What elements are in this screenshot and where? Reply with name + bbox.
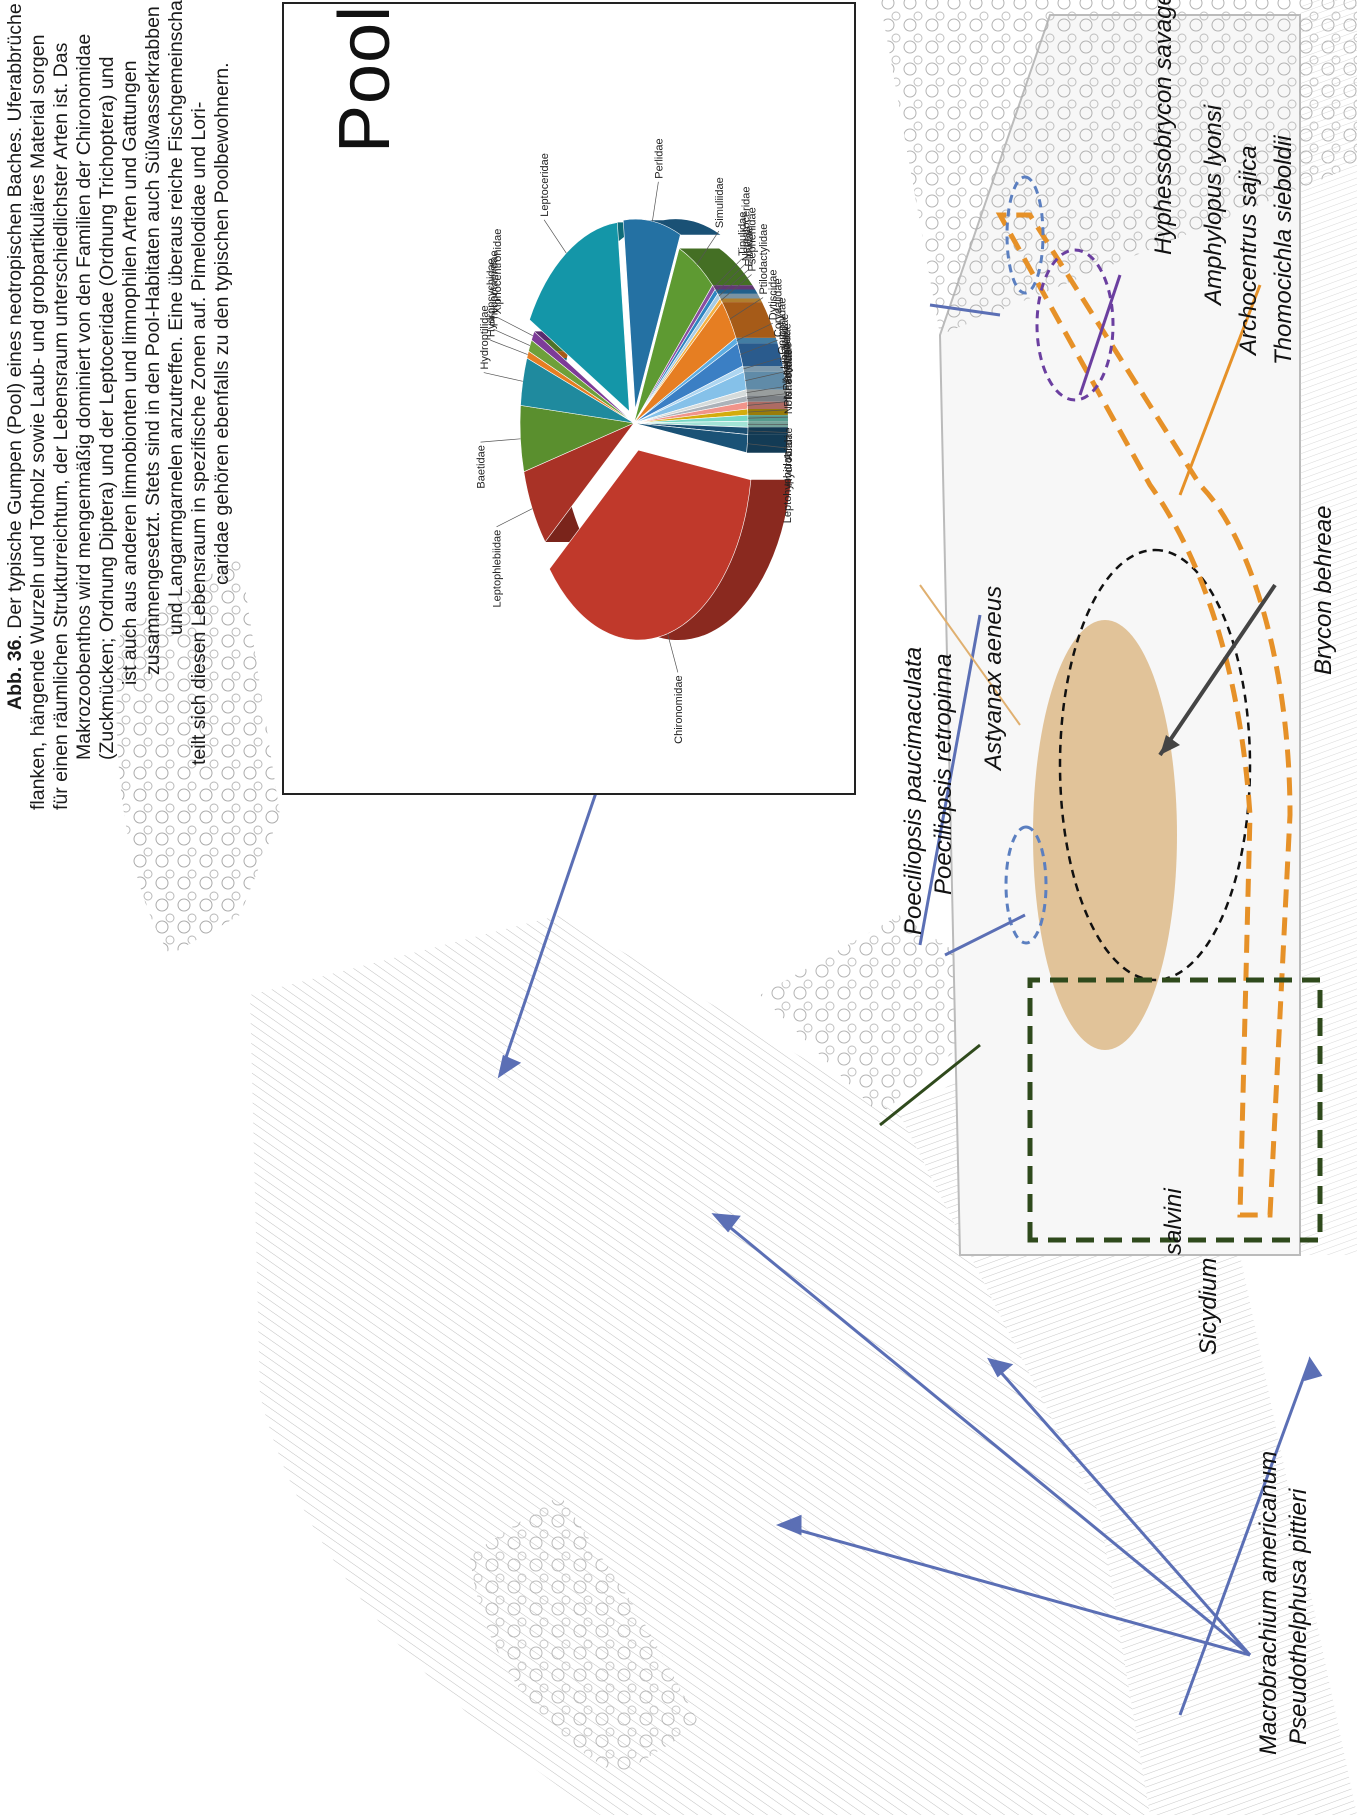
label-brycon: Brycon behreae: [1310, 506, 1338, 675]
label-sicydium-2: salvini: [1160, 1188, 1188, 1255]
pie-label-7: Leptoceridae: [539, 153, 551, 217]
pie-label-13: Psephenidae: [747, 207, 759, 271]
pie-slice-side-17: [743, 366, 784, 372]
caption-line-4: Makrozoobenthos wird mengenmäßig dominie…: [73, 34, 95, 760]
pie-label-9: Simuliidae: [714, 177, 726, 228]
label-pseudothelphusa: Pseudothelphusa pittieri: [1285, 1489, 1313, 1745]
label-astyanax: Astyanax aeneus: [980, 586, 1008, 770]
label-thomocichla: Thomocichla sieboldii: [1270, 136, 1298, 365]
pie-label-0: Chironomidae: [673, 675, 685, 743]
pie-label-6: Xiphocentronidae: [492, 229, 504, 315]
label-archocentrus: Archocentrus sajica: [1235, 146, 1263, 355]
label-amphylopus: Amphylopus lyonsi: [1200, 105, 1228, 305]
pie-label-23: Notonectidae: [783, 349, 795, 414]
pie-slice-side-21: [747, 402, 787, 409]
caption-line-1: Abb. 36. Der typische Gumpen (Pool) eine…: [4, 0, 26, 710]
label-sicydium-1: Sicydium: [1195, 1258, 1223, 1355]
pie-chart: ChironomidaeLeptophlebiidaeBaetidaeHydro…: [284, 4, 854, 793]
pie-label-2: Baetidae: [476, 445, 488, 488]
caption-line-5: (Zuckmücken; Ordnung Diptera) und der Le…: [96, 57, 118, 760]
label-hyphessobrycon: Hyphessobrycon savagei: [1150, 0, 1178, 255]
pie-slice-side-19: [746, 390, 787, 396]
pie-label-26: Leptohyphidae: [782, 451, 794, 523]
caption-line-6: ist auch aus anderen limnobionten und li…: [119, 61, 141, 685]
caption-line-10: caridae gehören ebenfalls zu den typisch…: [211, 62, 233, 585]
pie-slice-side-11: [715, 290, 758, 294]
caption-line-9: teilt sich diesen Lebensraum in spezifis…: [188, 102, 210, 765]
pie-leader-7: [544, 220, 566, 253]
pie-leader-3: [484, 373, 523, 382]
pie-slice-side-20: [747, 396, 787, 402]
astyanax-zone: [1033, 620, 1177, 1050]
caption-line-8: und Langarmgarnelen anzutreffen. Eine üb…: [165, 0, 187, 635]
pie-slice-side-13: [720, 298, 762, 302]
pie-leader-1: [497, 509, 533, 527]
caption-line-3: für einen räumlichen Strukturreichtum, d…: [50, 43, 72, 810]
label-poeciliopsis-2: Poeciliopsis retropinna: [930, 654, 958, 895]
pie-label-1: Leptophlebiidae: [492, 530, 504, 608]
pie-slice-side-26: [747, 435, 788, 453]
label-poeciliopsis-1: Poeciliopsis paucimaculata: [900, 647, 928, 935]
pie-label-8: Perlidae: [653, 138, 665, 178]
pie-leader-6: [497, 317, 533, 335]
label-macrobrachium: Macrobrachium americanum: [1255, 1451, 1283, 1755]
caption-line-2: flanken, hängende Wurzeln und Totholz so…: [27, 35, 49, 810]
pie-leader-2: [481, 439, 521, 442]
caption-line-7: zusammengesetzt. Stets sind in den Pool-…: [142, 6, 164, 675]
pie-leader-8: [652, 182, 658, 222]
